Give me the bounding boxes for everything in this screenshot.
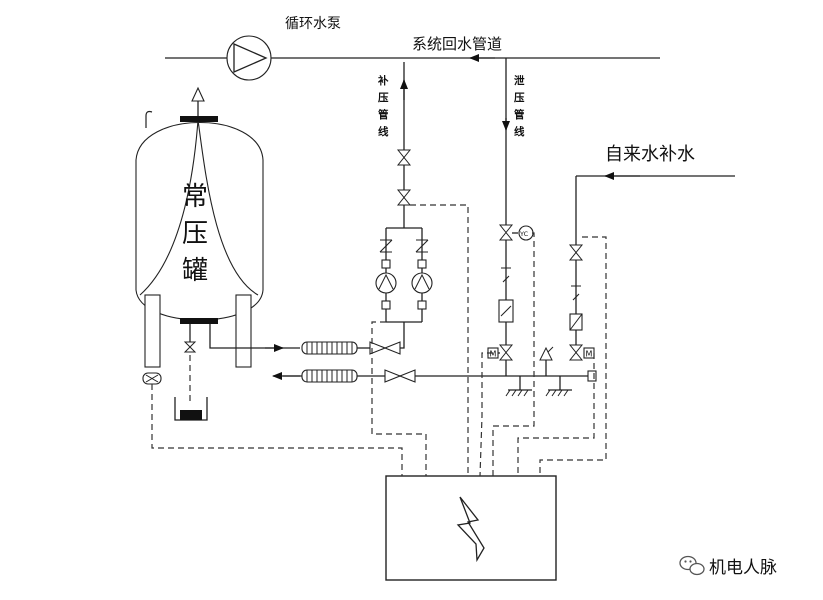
- svg-text:补: 补: [377, 74, 389, 87]
- drain-valve-icon: [183, 324, 197, 405]
- svg-text:管: 管: [378, 108, 389, 121]
- safety-relief-valve-icon: [539, 346, 554, 376]
- inlet-valve-icon: [369, 341, 401, 355]
- relief-line-label: 泄 压 管 线: [514, 74, 525, 138]
- flexible-joint-2-icon: [301, 369, 358, 383]
- tank-outlet-pipe: [209, 324, 300, 352]
- svg-text:压: 压: [514, 92, 525, 104]
- svg-text:M: M: [586, 350, 593, 359]
- watermark-text: 机电人脉: [709, 558, 777, 578]
- svg-text:管: 管: [514, 108, 525, 121]
- return-main-label: 系统回水管道: [412, 35, 502, 53]
- lightning-bolt-icon: [456, 496, 485, 563]
- circulating-pump-icon: [226, 35, 272, 81]
- atmospheric-tank: [135, 86, 264, 368]
- city-water-valve-assembly: M: [568, 244, 595, 361]
- flexible-joint-icon: [301, 341, 358, 355]
- control-cabinet: [385, 475, 557, 581]
- control-wiring: [151, 204, 607, 477]
- drain-pit-icon: [174, 397, 208, 421]
- wechat-icon: [679, 555, 705, 576]
- tank-label: 常 压 罐: [182, 182, 208, 286]
- svg-text:罐: 罐: [182, 256, 208, 286]
- gauge-mark: YC: [519, 230, 529, 238]
- svg-text:常: 常: [182, 182, 208, 212]
- svg-text:线: 线: [514, 125, 525, 138]
- city-water-inlet-pipe: [575, 172, 735, 355]
- pipe-support-icon: [505, 376, 572, 397]
- pump-label: 循环水泵: [285, 16, 341, 32]
- makeup-pump-assembly: [375, 149, 433, 323]
- city-water-label: 自来水补水: [605, 144, 695, 165]
- svg-text:泄: 泄: [514, 74, 525, 87]
- relief-valve-assembly: YC M: [487, 224, 534, 376]
- svg-text:M: M: [490, 350, 497, 359]
- pipe-end-cap: [587, 370, 597, 382]
- makeup-line-label: 补 压 管 线: [377, 74, 389, 138]
- svg-text:压: 压: [182, 219, 208, 249]
- svg-text:压: 压: [378, 92, 389, 104]
- level-sensor-icon: [142, 372, 162, 385]
- svg-text:线: 线: [378, 125, 389, 138]
- return-valve-icon: [384, 369, 416, 383]
